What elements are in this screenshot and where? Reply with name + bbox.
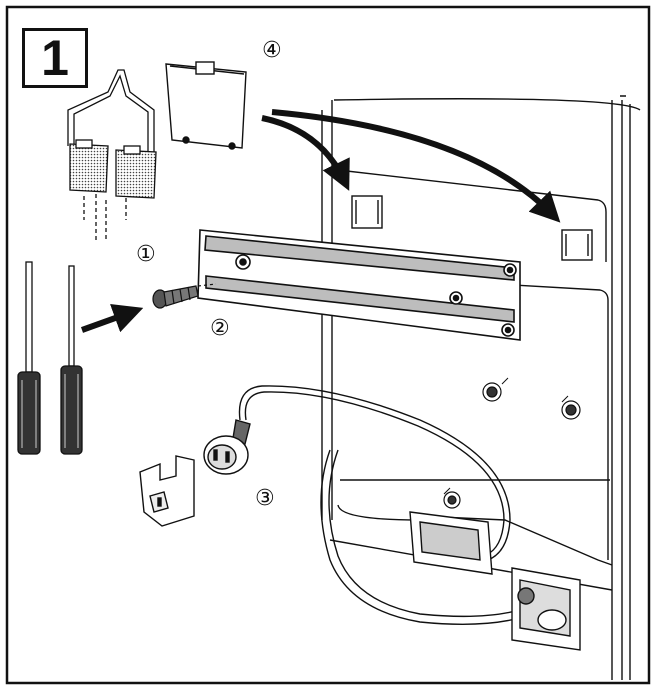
callout-4: ④ (262, 38, 282, 63)
panel-detail-marks (443, 377, 569, 495)
curved-arrow-icon (271, 109, 561, 223)
appliance-back-panel (321, 95, 641, 680)
panel-screw (443, 382, 581, 509)
bracket-icon (139, 455, 195, 527)
power-plug-icon (203, 419, 251, 475)
callout-2: ② (210, 316, 230, 341)
panel-slots (351, 195, 593, 261)
corner-outlet (511, 567, 581, 651)
cord-outlet-box (409, 511, 493, 575)
cover-panel-icon (165, 61, 247, 150)
insert-arrow (80, 303, 144, 333)
callout-3: ③ (255, 486, 275, 511)
figure-frame (5, 5, 651, 685)
callout-1: ① (136, 242, 156, 267)
screw-icon (152, 283, 217, 309)
power-cord (238, 385, 543, 625)
curved-arrow-icon (261, 115, 350, 191)
cover-panel-icon (67, 69, 157, 240)
mounting-rail (197, 229, 521, 341)
screwdriver-icon (17, 261, 41, 455)
screwdriver-icon (60, 265, 83, 455)
step-number-badge: 1 (22, 28, 88, 88)
